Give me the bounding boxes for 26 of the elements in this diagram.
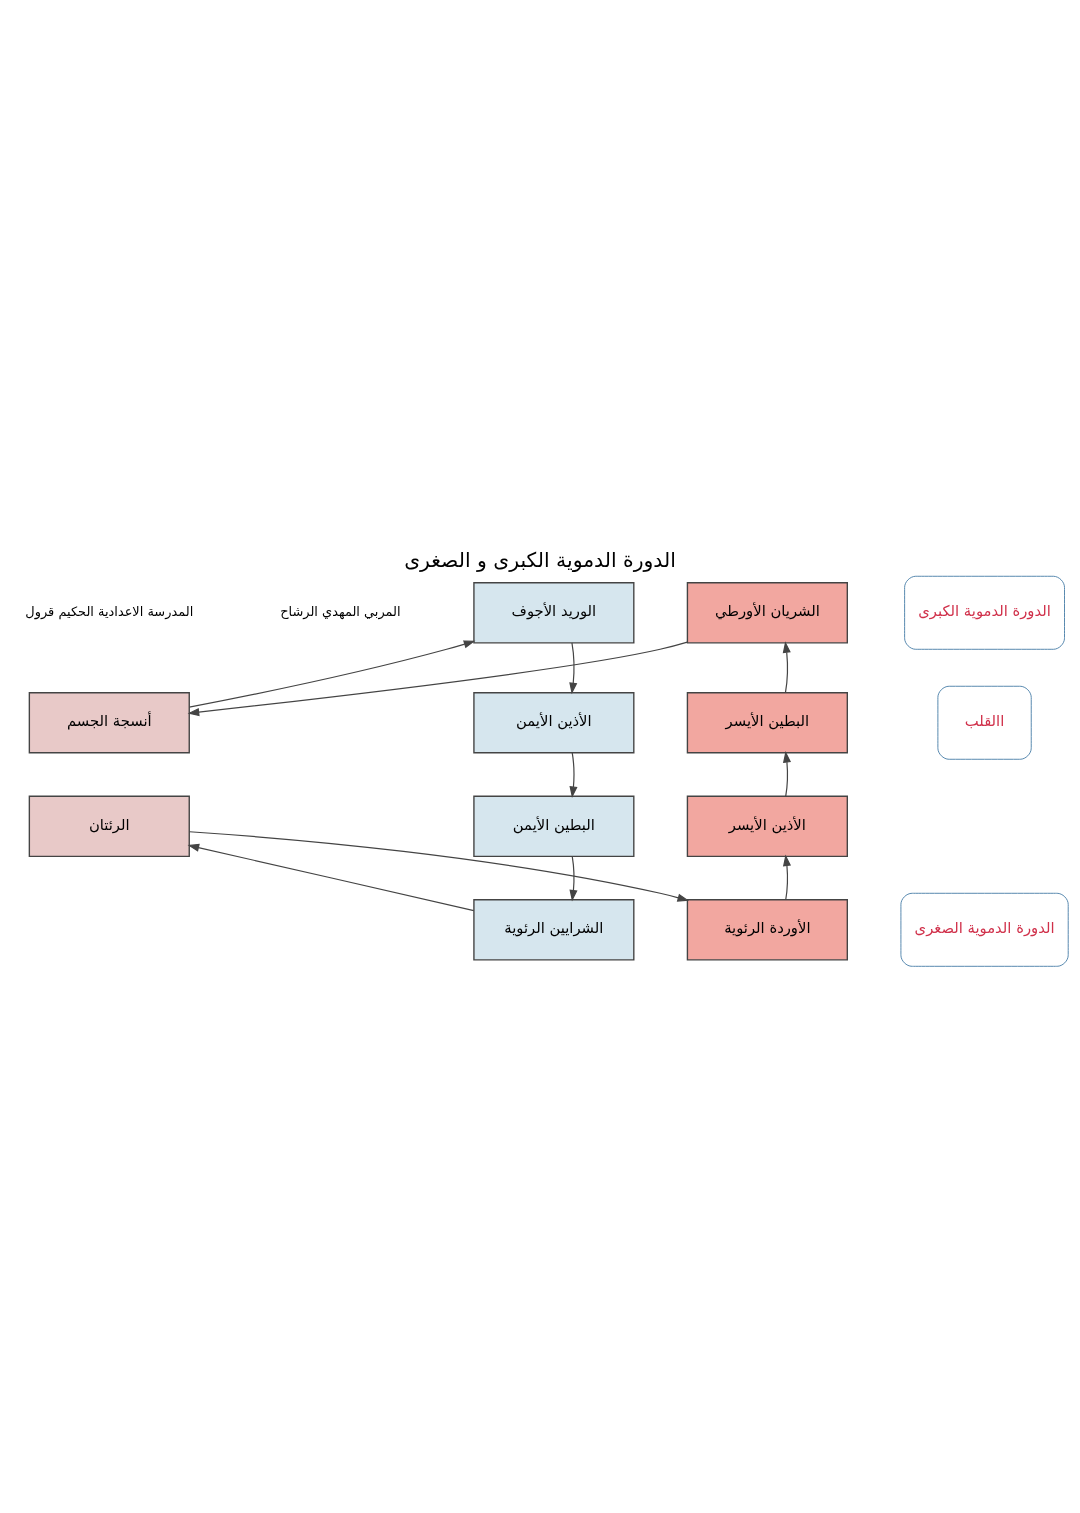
arrow: [188, 640, 476, 708]
node-box: الشرايين الرئوية: [473, 899, 635, 961]
node-box: البطين الأيمن: [473, 795, 635, 857]
arrow: [187, 641, 688, 717]
node-box: الدورة الدموية الكبرى: [904, 575, 1065, 650]
node-box: الأذين الأيسر: [686, 795, 848, 857]
node-box: االقلب: [937, 685, 1032, 760]
node-box: الرئتان: [28, 795, 190, 857]
node-box: الوريد الأجوف: [473, 582, 635, 644]
diagram-title: الدورة الدموية الكبرى و الصغرى: [404, 547, 676, 572]
node-box: أنسجة الجسم: [28, 692, 190, 754]
label: المدرسة الاعدادية الحكيم قرول: [25, 604, 194, 620]
arrow: [569, 752, 578, 798]
node-box: البطين الأيسر: [686, 692, 848, 754]
label: المربي المهدي الرشاح: [280, 604, 401, 620]
node-box: الدورة الدموية الصغرى: [900, 892, 1069, 967]
arrow: [188, 831, 690, 902]
node-box: الأوردة الرئوية: [686, 899, 848, 961]
arrow: [569, 855, 578, 902]
arrow: [187, 843, 475, 912]
arrow: [569, 642, 578, 695]
arrow: [782, 641, 791, 694]
arrow: [782, 854, 792, 901]
node-box: الشريان الأورطي: [686, 582, 848, 644]
node-box: الأذين الأيمن: [473, 692, 635, 754]
arrow: [782, 751, 792, 797]
